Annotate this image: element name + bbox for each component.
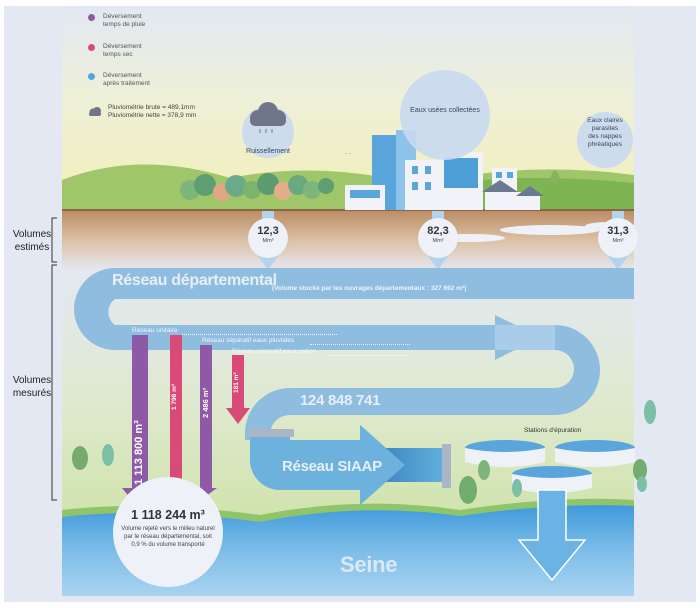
departmental-network-title: Réseau départemental [112,272,277,289]
groundwater-label: Eaux claires parasites des nappes phréat… [577,117,633,149]
total-discharge-circle [113,477,223,587]
wastewater-label: Eaux usées collectées [410,107,480,114]
dotted-leader [310,344,410,345]
siaap-network-title: Réseau SIAAP [282,458,382,475]
bar-unitary-rain [132,335,148,490]
label-line: des nappes [588,133,622,140]
dotted-leader [182,334,337,335]
runoff-label: Ruissellement [246,148,290,155]
legend-label: Déversement [103,43,142,50]
groundwater-volume: 31,3 Mm³ [598,218,638,258]
volume-value: 82,3 [427,225,449,237]
city-buildings [345,130,544,210]
label-line: Eaux claires [587,117,623,124]
trees-lower [72,400,656,504]
label-line: Volumes [12,229,52,240]
volume-unit: Mm³ [262,238,274,244]
volume-unit: Mm³ [612,238,624,244]
bar-label-unitary-dry: 1 798 m³ [171,383,178,410]
legend-dot-pink [88,44,95,51]
volume-value: 12,3 [257,225,279,237]
rain-cloud-icon [89,107,101,116]
trees-left [180,173,334,201]
treated-water-arrow [517,489,587,582]
bar-label-separate-rain: 2 486 m³ [201,387,210,418]
wastewater-bubble [400,70,490,160]
arrow-separate-waste [226,408,250,424]
legend-label-sub: après traitement [103,80,150,87]
siaap-network-pipe [250,425,451,505]
separate-rain-network-label: Réseau séparatif eaux pluviales [202,337,295,344]
volume-value: 31,3 [607,225,629,237]
rain-cloud-icon [250,102,286,133]
legend-label-sub: temps sec [103,51,133,58]
wastewater-volume: 82,3 Mm³ [418,218,458,258]
label-line: phréatiques [588,141,622,148]
bar-separate-rain [200,345,212,490]
treatment-stations [465,440,635,493]
label-line: estimés [14,242,50,253]
bar-unitary-dry [170,335,182,490]
label-line: parasites [591,125,619,132]
legend-dot-blue [88,73,95,80]
dotted-leader [330,355,410,356]
river-label: Seine [340,552,398,577]
groundwater-puddle [500,225,600,235]
rainfall-info: Pluviométrie brute = 489,1mm Pluviométri… [88,104,196,120]
unitary-network-label: Réseau unitaire [132,327,178,334]
legend-label: Déversement [103,72,142,79]
groundwater-bubble [577,112,633,168]
measured-volumes-label: Volumes mesurés [6,374,58,400]
total-discharge-value: 1 118 244 m³ [131,508,205,522]
rainfall-gross: Pluviométrie brute = 489,1mm [108,104,195,111]
estimated-volumes-label: Volumes estimés [6,228,58,254]
transported-volume: 124 848 741 [300,392,381,409]
pipe-joint [248,429,294,437]
storage-note: (Volume stocké par les ouvrages départem… [272,285,467,292]
runoff-volume: 12,3 Mm³ [248,218,288,258]
legend-label-sub: temps de pluie [103,21,146,28]
label-line: Volumes [12,375,52,386]
volume-unit: Mm³ [432,238,444,244]
rainfall-net: Pluviométrie nette = 378,9 mm [108,112,197,119]
brackets [51,217,57,501]
bar-label-separate-waste: 181 m³ [233,372,240,393]
bar-label-unitary-rain: 1 113 800 m³ [133,420,145,485]
source-arrows [258,211,628,270]
label-line: mesurés [12,388,52,399]
soil-layer [62,209,634,271]
svg-text:ˇ ˇ: ˇ ˇ [345,154,351,160]
separate-waste-network-label: Réseau séparatif eaux usées [232,348,317,355]
legend-label: Déversement [103,13,142,20]
total-discharge-description: Volume rejeté vers le milieu naturel par… [121,526,215,548]
treatment-stations-label: Stations d'épuration [524,427,582,434]
bar-separate-waste [232,355,244,410]
legend-dot-purple [88,14,95,21]
